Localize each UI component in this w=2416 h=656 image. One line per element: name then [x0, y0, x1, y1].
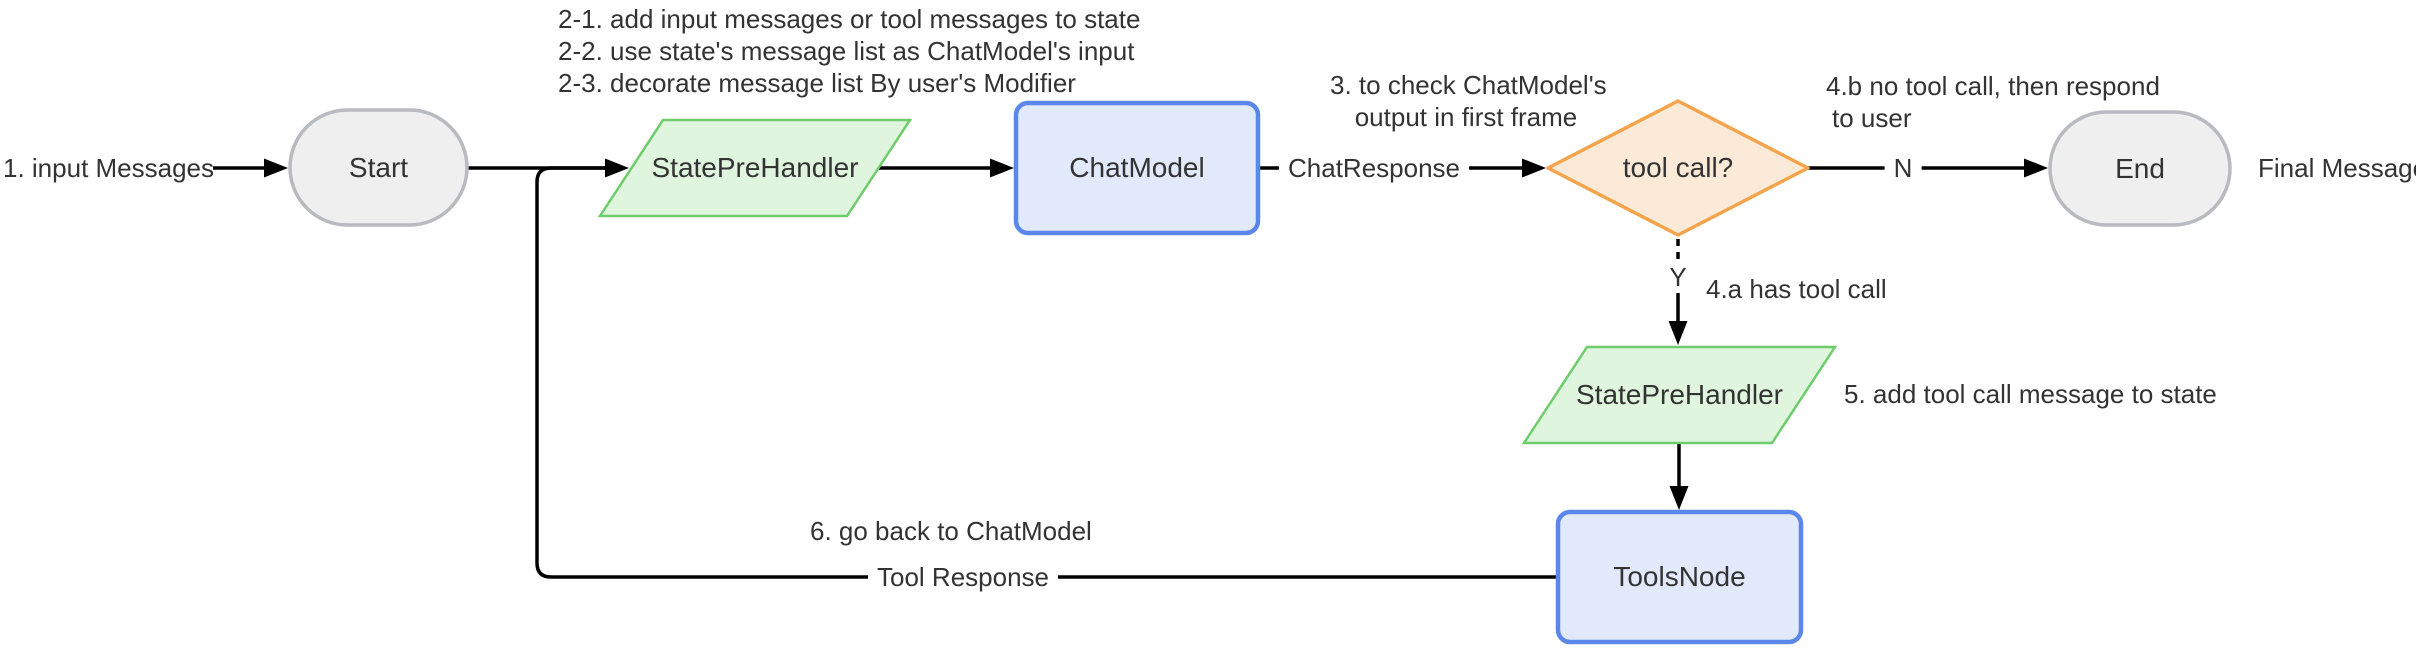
- annotation-step4b: 4.b no tool call, then respond to user: [1826, 70, 2160, 134]
- edge-label-chat-response: ChatResponse: [1279, 152, 1469, 184]
- annotation-step4b-line1: 4.b no tool call, then respond: [1826, 71, 2160, 101]
- edge-label-tool-response: Tool Response: [868, 561, 1058, 593]
- annotation-step2-line3: 2-3. decorate message list By user's Mod…: [558, 68, 1076, 98]
- annotation-step2: 2-1. add input messages or tool messages…: [558, 3, 1140, 99]
- arrowhead-into-decision: [1522, 158, 1546, 178]
- annotation-step3-line2: output in first frame: [1354, 102, 1578, 132]
- arrowhead-into-start: [264, 158, 288, 178]
- annotation-step3-line1: 3. to check ChatModel's: [1330, 70, 1607, 100]
- annotation-step4a: 4.a has tool call: [1706, 274, 1887, 304]
- annotation-step1: 1. input Messages: [3, 153, 215, 183]
- annotation-step2-line1: 2-1. add input messages or tool messages…: [558, 4, 1141, 34]
- edge-label-no: N: [1884, 152, 1922, 184]
- annotation-step4b-line2: to user: [1832, 103, 1912, 133]
- edge-label-yes: Y: [1660, 261, 1696, 293]
- arrowhead-into-chatmodel: [990, 158, 1014, 178]
- tool-call-decision-node: [1546, 99, 1810, 237]
- arrowhead-into-statepre2: [1668, 321, 1688, 345]
- arrowhead-into-end: [2024, 158, 2048, 178]
- edge-loop-toolsnode-to-statepre1: [535, 166, 1558, 579]
- state-pre-handler-2-node: [1521, 345, 1838, 445]
- end-node: [2048, 110, 2232, 227]
- annotation-final-message: Final Message: [2258, 153, 2416, 183]
- annotation-step5: 5. add tool call message to state: [1844, 379, 2217, 409]
- annotation-step3: 3. to check ChatModel's output in first …: [1330, 69, 1607, 133]
- arrowhead-into-statepre1: [605, 158, 629, 178]
- chat-model-node: [1013, 100, 1261, 236]
- annotation-step6: 6. go back to ChatModel: [810, 516, 1092, 546]
- tools-node: [1555, 509, 1804, 645]
- start-node: [288, 108, 469, 227]
- state-pre-handler-1-node: [597, 118, 913, 218]
- arrowhead-group: [264, 158, 2048, 510]
- annotation-step2-line2: 2-2. use state's message list as ChatMod…: [558, 36, 1135, 66]
- arrowhead-into-toolsnode: [1669, 486, 1689, 510]
